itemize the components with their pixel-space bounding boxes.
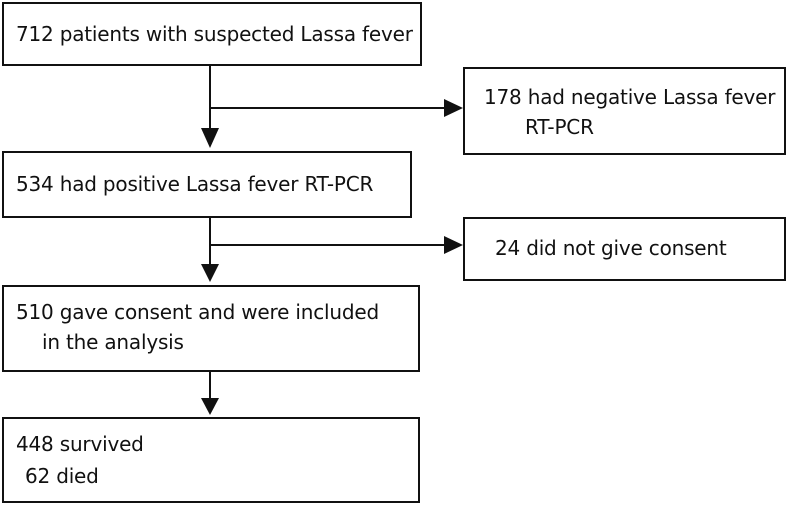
outcome-box: 448 survived 62 died <box>2 417 420 503</box>
negative-pcr-text-line1: 178 had negative Lassa fever <box>484 85 776 109</box>
negative-pcr-box: 178 had negative Lassa fever RT-PCR <box>463 67 786 155</box>
negative-pcr-text-line2: RT-PCR <box>525 115 594 139</box>
no-consent-text: 24 did not give consent <box>495 236 727 260</box>
included-analysis-text-line1: 510 gave consent and were included <box>16 300 379 324</box>
included-analysis-box: 510 gave consent and were included in th… <box>2 285 420 372</box>
arrowhead-to-no-consent <box>444 236 463 254</box>
positive-pcr-box: 534 had positive Lassa fever RT-PCR <box>2 151 412 218</box>
arrowhead-to-included <box>201 264 219 282</box>
arrowhead-to-negative <box>444 99 463 117</box>
arrowhead-to-outcome <box>201 398 219 415</box>
positive-pcr-text: 534 had positive Lassa fever RT-PCR <box>16 172 374 196</box>
survived-text: 448 survived <box>16 432 144 456</box>
no-consent-box: 24 did not give consent <box>463 217 786 281</box>
died-text: 62 died <box>25 464 99 488</box>
total-patients-text: 712 patients with suspected Lassa fever <box>16 22 413 46</box>
included-analysis-text-line2: in the analysis <box>42 330 184 354</box>
total-patients-box: 712 patients with suspected Lassa fever <box>2 2 422 66</box>
arrowhead-to-positive <box>201 128 219 148</box>
